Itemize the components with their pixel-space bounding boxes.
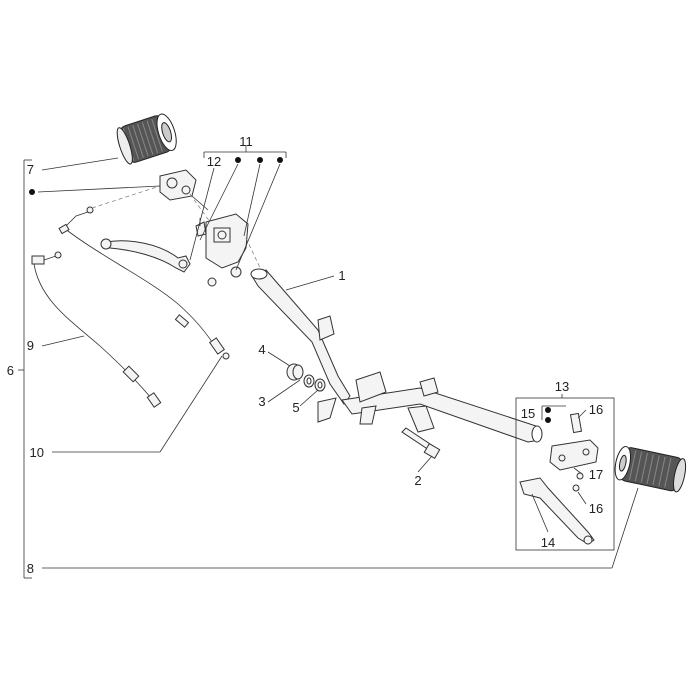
leader-lines bbox=[37, 146, 639, 569]
callout-4: 4 bbox=[258, 342, 265, 357]
left-lever-housing bbox=[159, 169, 209, 211]
callout-6: 6 bbox=[7, 363, 14, 378]
assembly-axis-lines bbox=[91, 185, 263, 273]
assembly-bracket-6 bbox=[18, 159, 32, 579]
right-lever-group-box bbox=[515, 397, 615, 551]
callout-13: 13 bbox=[555, 379, 569, 394]
handlebar-tube bbox=[250, 268, 543, 443]
callout-7: 7 bbox=[27, 162, 34, 177]
callout-5: 5 bbox=[292, 400, 299, 415]
callout-14: 14 bbox=[541, 535, 555, 550]
callout-1: 1 bbox=[338, 268, 345, 283]
spacer-parts bbox=[286, 363, 326, 392]
callout-2: 2 bbox=[414, 473, 421, 488]
reference-dots bbox=[29, 157, 551, 423]
right-grip-part bbox=[614, 446, 687, 493]
cable-10 bbox=[58, 206, 230, 360]
right-lever-bracket bbox=[549, 412, 599, 492]
callout-11: 11 bbox=[239, 134, 253, 149]
left-grip-part bbox=[116, 113, 177, 165]
callout-3: 3 bbox=[258, 394, 265, 409]
cable-9 bbox=[31, 251, 162, 408]
bolt-part bbox=[401, 427, 441, 460]
callout-16-top: 16 bbox=[589, 402, 603, 417]
brake-master-cylinder bbox=[195, 213, 249, 287]
callout-8: 8 bbox=[27, 561, 34, 576]
callout-15: 15 bbox=[521, 406, 535, 421]
left-brake-lever bbox=[100, 238, 191, 273]
callout-17: 17 bbox=[589, 467, 603, 482]
right-brake-lever bbox=[519, 477, 595, 545]
callout-10: 10 bbox=[30, 445, 44, 460]
callout-16-bottom: 16 bbox=[589, 501, 603, 516]
callout-12: 12 bbox=[207, 154, 221, 169]
callout-labels: 11 12 7 1 9 4 6 3 5 10 2 8 13 15 16 17 1… bbox=[7, 134, 603, 576]
callout-9: 9 bbox=[27, 338, 34, 353]
